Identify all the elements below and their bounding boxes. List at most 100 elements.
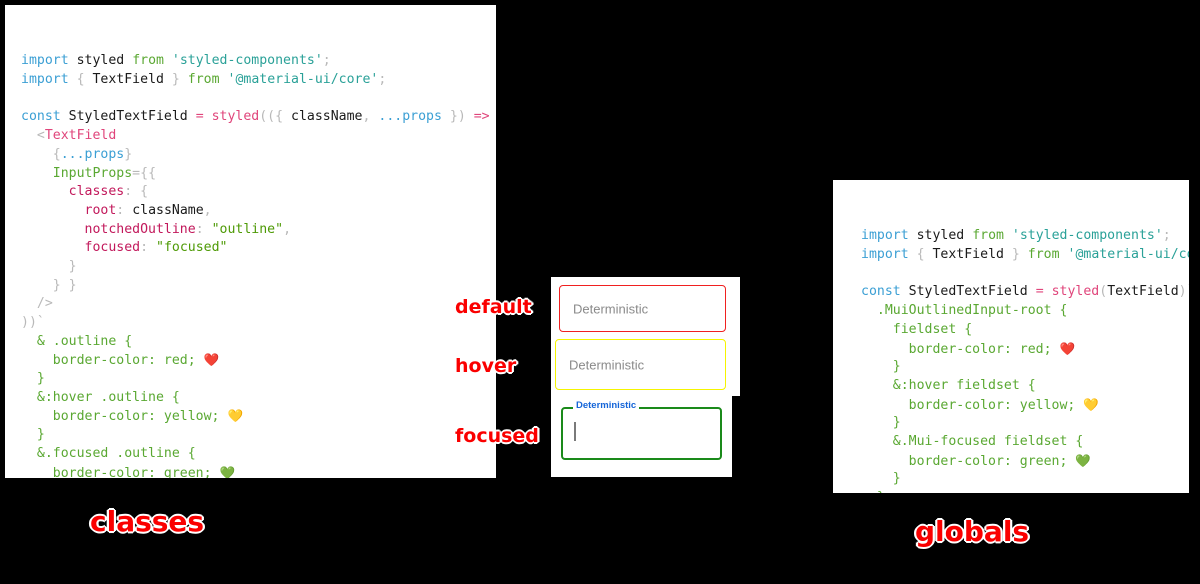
code-token: TextField (84, 72, 172, 88)
code-token (21, 446, 37, 461)
code-token: } (36, 371, 45, 387)
code-token: &:hover fieldset { (892, 377, 1036, 393)
code-token: (( (259, 109, 276, 125)
code-token (124, 53, 132, 68)
code-line: & .outline { (21, 333, 496, 352)
code-line: <TextField (21, 127, 496, 146)
caption-globals: globals (915, 515, 1030, 548)
code-token: className (283, 109, 363, 125)
code-token: import (861, 247, 909, 263)
code-token: ; (322, 53, 331, 69)
code-line: import styled from 'styled-components'; (21, 52, 496, 71)
code-token: => (473, 109, 490, 125)
code-line: &.focused .outline { (21, 445, 496, 464)
code-token: } (449, 109, 458, 125)
code-token: } (892, 359, 901, 375)
code-token: { (916, 247, 925, 263)
code-token (21, 353, 53, 368)
textfield-default[interactable]: Deterministic (559, 285, 726, 332)
code-token: &:hover .outline { (36, 389, 180, 405)
code-token: 💚 (219, 464, 236, 478)
code-token: ))` (21, 315, 45, 331)
code-token (861, 398, 909, 413)
code-token: from (132, 53, 164, 69)
code-token: } (877, 490, 885, 493)
code-token: : (116, 202, 125, 218)
code-token: } (892, 471, 901, 487)
code-token: '@material-ui/core' (1067, 247, 1189, 263)
code-token (21, 184, 69, 199)
code-token: &.Mui-focused fieldset { (892, 433, 1084, 449)
annotation-default: default (455, 296, 532, 318)
code-token: ❤️ (1059, 340, 1076, 356)
code-token: TextField (1107, 284, 1179, 300)
code-token (204, 222, 212, 237)
code-token: TextField (44, 128, 117, 144)
code-token: InputProps (52, 165, 133, 181)
code-line: border-color: green; 💚 (861, 452, 1189, 471)
code-line: border-color: red; ❤️ (861, 340, 1189, 359)
code-line: const StyledTextField = styled(TextField… (861, 283, 1189, 302)
code-token (69, 72, 77, 87)
code-token: styled (211, 109, 260, 125)
code-line (861, 265, 1189, 284)
code-token (21, 409, 53, 424)
textfield-hover[interactable]: Deterministic (555, 339, 726, 390)
code-token: '@material-ui/core' (227, 72, 379, 88)
code-token: = (195, 109, 204, 125)
code-token: border-color: red; (52, 353, 204, 369)
code-token (69, 53, 77, 68)
code-token (21, 390, 37, 405)
code-token: from (1027, 247, 1060, 263)
code-token: const (21, 109, 61, 125)
code-token: styled (76, 53, 125, 69)
code-token (164, 53, 172, 68)
code-line: import { TextField } from '@material-ui/… (861, 246, 1189, 265)
code-token: /> (36, 296, 53, 312)
code-token: { (140, 184, 149, 200)
code-token (21, 128, 37, 143)
code-token: : (140, 240, 149, 256)
code-token (21, 166, 53, 181)
code-line: } (861, 414, 1189, 433)
code-token: StyledTextField (900, 284, 1036, 300)
annotation-hover: hover (455, 355, 517, 377)
code-token (861, 359, 893, 374)
code-token: ...props (378, 109, 442, 125)
code-token: ❤️ (203, 352, 220, 368)
code-token: } (1011, 247, 1020, 263)
code-token (964, 228, 972, 243)
code-line: import styled from 'styled-components'; (861, 227, 1189, 246)
code-token (204, 109, 212, 124)
code-token: import (861, 228, 909, 244)
code-token (21, 240, 85, 255)
code-token (442, 109, 450, 124)
code-line: {...props} (21, 146, 496, 165)
code-token: focused (84, 240, 141, 256)
textfield-focused[interactable]: Deterministic (561, 401, 722, 460)
code-token (180, 72, 188, 87)
caption-classes: classes (90, 505, 205, 538)
code-token (21, 371, 37, 386)
code-block-classes: import styled from 'styled-components';i… (21, 52, 496, 478)
code-token: TextField (924, 247, 1012, 263)
code-line: } (861, 358, 1189, 377)
code-line: } } (21, 277, 496, 296)
code-line: border-color: yellow; 💛 (21, 407, 496, 426)
code-token (861, 471, 893, 486)
code-token (21, 466, 53, 478)
code-token: "outline" (211, 221, 284, 237)
code-line: root: className, (21, 202, 496, 221)
code-token (1060, 247, 1068, 262)
code-token: border-color: green; (908, 453, 1076, 469)
code-token (132, 184, 140, 199)
textfield-hover-label: Deterministic (569, 357, 645, 372)
code-token (861, 322, 893, 337)
code-token (861, 303, 877, 318)
code-token: StyledTextField (60, 109, 196, 125)
code-token (466, 109, 474, 124)
code-token: from (972, 228, 1004, 244)
code-line: &.Mui-focused fieldset { (861, 433, 1189, 452)
code-token: notchedOutline (84, 221, 196, 237)
code-token: border-color: yellow; (908, 397, 1084, 413)
